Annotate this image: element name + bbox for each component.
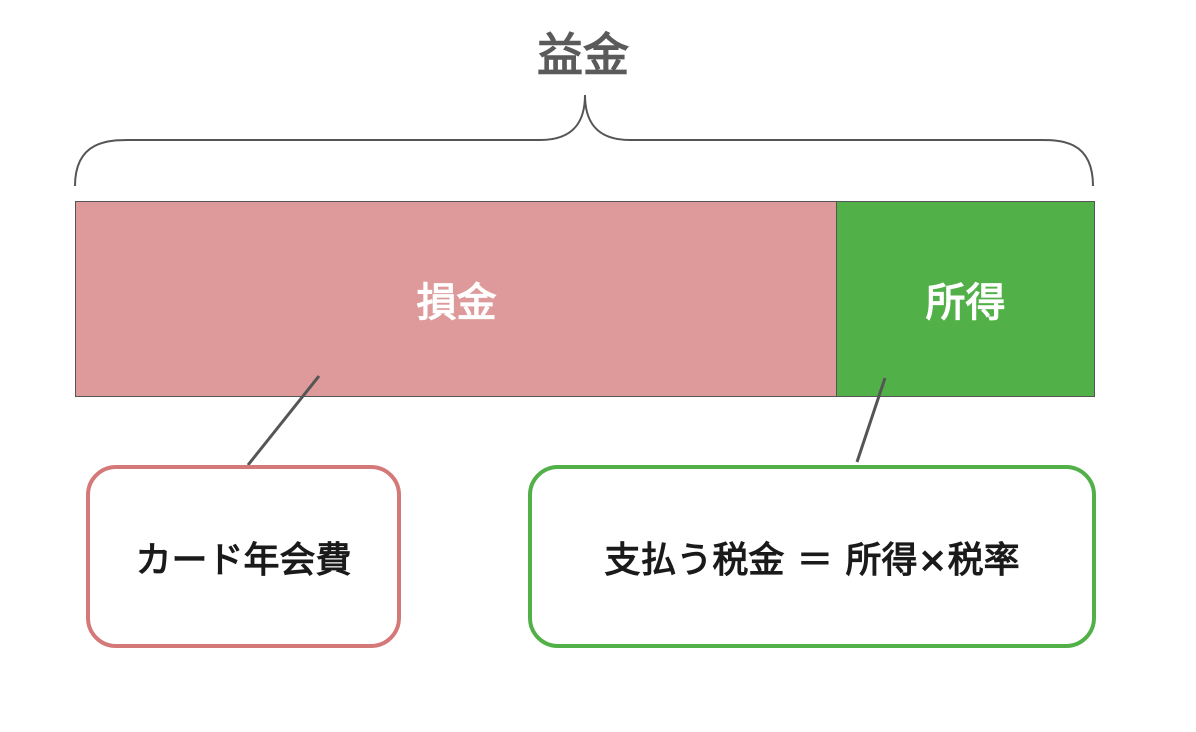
annual-card-fee-callout: カード年会費 — [86, 465, 401, 648]
revenue-label: 益金 — [537, 28, 629, 82]
annual-card-fee-text: カード年会費 — [135, 539, 352, 581]
income-connector-line — [855, 377, 887, 463]
deductible-expenses-bar: 損金 — [75, 201, 837, 397]
brace-path — [74, 94, 1094, 187]
tax-formula-text: 支払う税金 ＝ 所得×税率 — [604, 539, 1020, 581]
taxable-income-label: 所得 — [925, 280, 1006, 326]
taxable-income-bar: 所得 — [836, 201, 1095, 397]
deductible-expenses-label: 損金 — [416, 280, 497, 326]
revenue-brace — [74, 94, 1094, 187]
tax-formula-callout: 支払う税金 ＝ 所得×税率 — [528, 465, 1096, 648]
loss-connector-line — [246, 375, 321, 466]
